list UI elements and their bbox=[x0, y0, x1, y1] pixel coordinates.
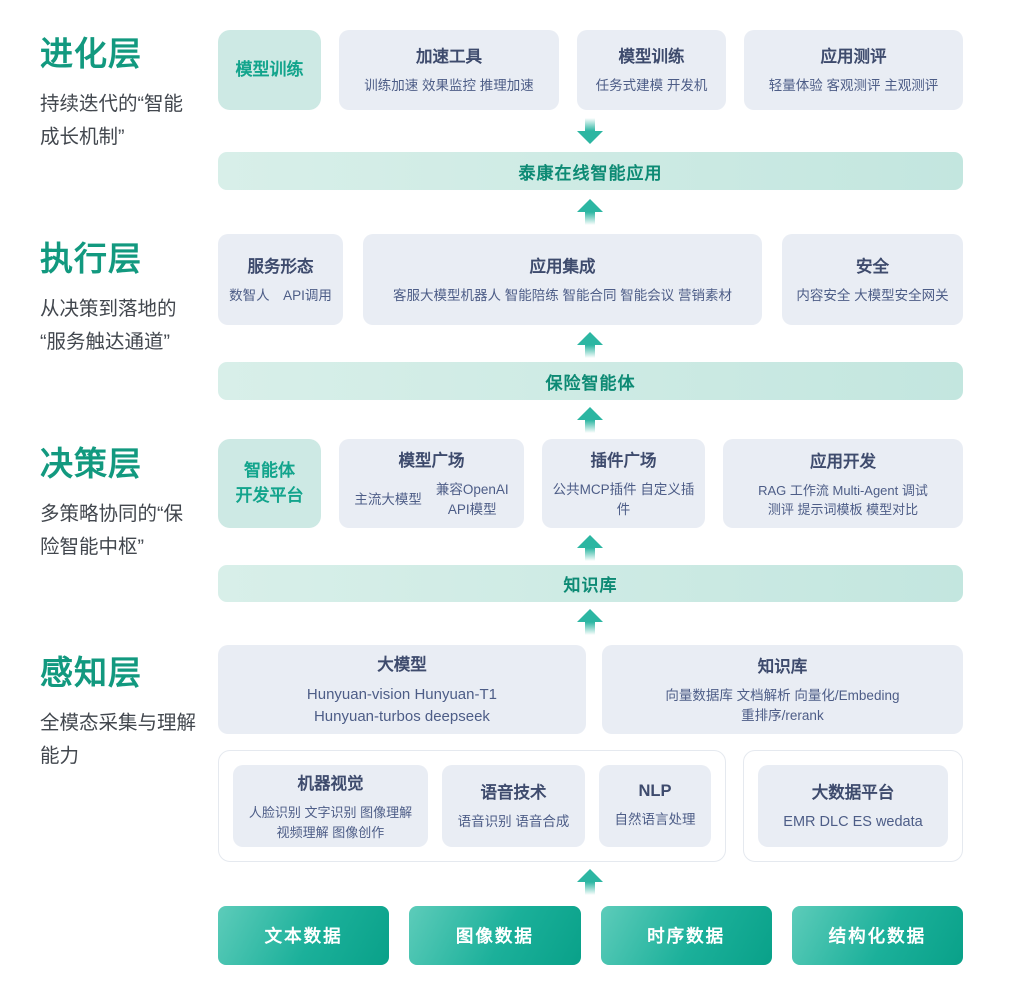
layer-desc: 从决策到落地的 “服务触达通道” bbox=[40, 298, 177, 353]
perception-model-row: 大模型 Hunyuan-vision Hunyuan-T1 Hunyuan-tu… bbox=[218, 645, 963, 734]
box-title: 大数据平台 bbox=[811, 783, 895, 802]
box-plugin-plaza: 插件广场 公共MCP插件 自定义插件 bbox=[542, 439, 705, 528]
box-items: 向量数据库 文档解析 向量化/Embeding 重排序/rerank bbox=[665, 687, 900, 723]
banner-taikang-smart-apps: 泰康在线智能应用 bbox=[218, 152, 963, 190]
box-title: NLP bbox=[638, 781, 672, 800]
group-perception-capabilities: 机器视觉 人脸识别 文字识别 图像理解 视频理解 图像创作 语音技术 语音识别 … bbox=[218, 750, 726, 862]
box-title: 语音技术 bbox=[480, 784, 547, 803]
flow-arrow-down-icon bbox=[577, 118, 603, 144]
group-bigdata: 大数据平台 EMR DLC ES wedata bbox=[743, 750, 963, 862]
box-speech-tech: 语音技术 语音识别 语音合成 bbox=[442, 765, 585, 847]
box-app-integration: 应用集成 客服大模型机器人 智能陪练 智能合同 智能会议 营销素材 bbox=[363, 234, 762, 325]
box-security: 安全 内容安全 大模型安全网关 bbox=[782, 234, 963, 325]
evolution-row: 模型训练 加速工具 训练加速 效果监控 推理加速 模型训练 任务式建模 开发机 … bbox=[218, 30, 963, 110]
execution-row: 服务形态 数智人 API调用 应用集成 客服大模型机器人 智能陪练 智能合同 智… bbox=[218, 234, 963, 325]
flow-arrow-up-icon bbox=[577, 535, 603, 561]
layer-desc: 多策略协同的“保 险智能中枢” bbox=[40, 503, 183, 558]
box-model-training: 模型训练 任务式建模 开发机 bbox=[577, 30, 726, 110]
layer-title: 进化层 bbox=[40, 35, 142, 72]
perception-capability-row: 机器视觉 人脸识别 文字识别 图像理解 视频理解 图像创作 语音技术 语音识别 … bbox=[218, 750, 963, 862]
box-items: RAG 工作流 Multi-Agent 调试 测评 提示词模板 模型对比 bbox=[758, 482, 928, 518]
box-title: 知识库 bbox=[757, 657, 808, 676]
box-knowledge-base: 知识库 向量数据库 文档解析 向量化/Embeding 重排序/rerank bbox=[601, 645, 963, 734]
box-acceleration-tools: 加速工具 训练加速 效果监控 推理加速 bbox=[339, 30, 559, 110]
box-title: 应用测评 bbox=[820, 48, 887, 67]
box-service-forms: 服务形态 数智人 API调用 bbox=[218, 234, 343, 325]
flow-arrow-up-icon bbox=[577, 869, 603, 895]
layer-title: 感知层 bbox=[40, 654, 142, 691]
evolution-highlight-box: 模型训练 bbox=[218, 30, 321, 110]
box-items: 训练加速 效果监控 推理加速 bbox=[364, 78, 534, 94]
data-source-row: 文本数据 图像数据 时序数据 结构化数据 bbox=[218, 906, 963, 965]
box-machine-vision: 机器视觉 人脸识别 文字识别 图像理解 视频理解 图像创作 bbox=[233, 765, 428, 847]
box-items: 任务式建模 开发机 bbox=[595, 78, 708, 94]
box-llm: 大模型 Hunyuan-vision Hunyuan-T1 Hunyuan-tu… bbox=[218, 645, 586, 734]
box-items: 客服大模型机器人 智能陪练 智能合同 智能会议 营销素材 bbox=[392, 287, 732, 303]
box-items: Hunyuan-vision Hunyuan-T1 Hunyuan-turbos… bbox=[306, 685, 497, 726]
layer-label-execution: 执行层 从决策到落地的 “服务触达通道” bbox=[40, 232, 222, 359]
layer-label-evolution: 进化层 持续迭代的“智能 成长机制” bbox=[40, 27, 222, 154]
box-app-development: 应用开发 RAG 工作流 Multi-Agent 调试 测评 提示词模板 模型对… bbox=[723, 439, 963, 528]
box-items: 自然语言处理 bbox=[614, 811, 696, 827]
flow-arrow-up-icon bbox=[577, 609, 603, 635]
layer-label-decision: 决策层 多策略协同的“保 险智能中枢” bbox=[40, 437, 222, 564]
box-model-plaza: 模型广场 主流大模型 兼容OpenAI API模型 bbox=[339, 439, 524, 528]
box-item: 主流大模型 bbox=[354, 491, 422, 507]
flow-arrow-up-icon bbox=[577, 332, 603, 358]
flow-arrow-up-icon bbox=[577, 407, 603, 433]
box-title: 大模型 bbox=[377, 655, 427, 674]
box-title: 模型训练 bbox=[235, 59, 304, 79]
box-items: 公共MCP插件 自定义插件 bbox=[552, 481, 695, 517]
banner-knowledge-base: 知识库 bbox=[218, 565, 963, 602]
box-items: 内容安全 大模型安全网关 bbox=[796, 287, 949, 303]
box-items: EMR DLC ES wedata bbox=[783, 813, 923, 830]
box-item: 兼容OpenAI API模型 bbox=[435, 481, 509, 517]
box-title: 应用集成 bbox=[529, 257, 596, 276]
button-image-data: 图像数据 bbox=[409, 906, 581, 965]
layer-desc: 持续迭代的“智能 成长机制” bbox=[40, 93, 183, 148]
box-app-evaluation: 应用测评 轻量体验 客观测评 主观测评 bbox=[744, 30, 963, 110]
box-items: 主流大模型 兼容OpenAI API模型 bbox=[354, 480, 508, 521]
box-title: 智能体 开发平台 bbox=[235, 460, 304, 505]
box-items: 数智人 API调用 bbox=[229, 287, 332, 303]
button-timeseries-data: 时序数据 bbox=[600, 906, 772, 965]
button-structured-data: 结构化数据 bbox=[791, 906, 963, 965]
box-title: 安全 bbox=[856, 257, 889, 276]
decision-highlight-box: 智能体 开发平台 bbox=[218, 439, 321, 528]
flow-arrow-up-icon bbox=[577, 199, 603, 225]
box-title: 插件广场 bbox=[590, 451, 657, 470]
layer-title: 决策层 bbox=[40, 445, 142, 482]
button-text-data: 文本数据 bbox=[218, 906, 390, 965]
box-nlp: NLP 自然语言处理 bbox=[599, 765, 711, 847]
decision-row: 智能体 开发平台 模型广场 主流大模型 兼容OpenAI API模型 插件广场 … bbox=[218, 439, 963, 528]
box-title: 应用开发 bbox=[810, 452, 876, 471]
box-title: 模型广场 bbox=[398, 451, 465, 470]
box-title: 加速工具 bbox=[416, 48, 482, 67]
box-bigdata-platform: 大数据平台 EMR DLC ES wedata bbox=[758, 765, 948, 847]
layer-title: 执行层 bbox=[40, 240, 142, 277]
layer-label-perception: 感知层 全模态采集与理解 能力 bbox=[40, 646, 222, 773]
banner-insurance-agent: 保险智能体 bbox=[218, 362, 963, 400]
box-items: 轻量体验 客观测评 主观测评 bbox=[768, 78, 939, 94]
box-title: 服务形态 bbox=[247, 257, 314, 276]
box-items: 人脸识别 文字识别 图像理解 视频理解 图像创作 bbox=[248, 805, 413, 840]
box-title: 机器视觉 bbox=[297, 775, 364, 793]
box-items: 语音识别 语音合成 bbox=[457, 814, 570, 830]
box-title: 模型训练 bbox=[618, 48, 685, 67]
layer-desc: 全模态采集与理解 能力 bbox=[40, 712, 197, 767]
